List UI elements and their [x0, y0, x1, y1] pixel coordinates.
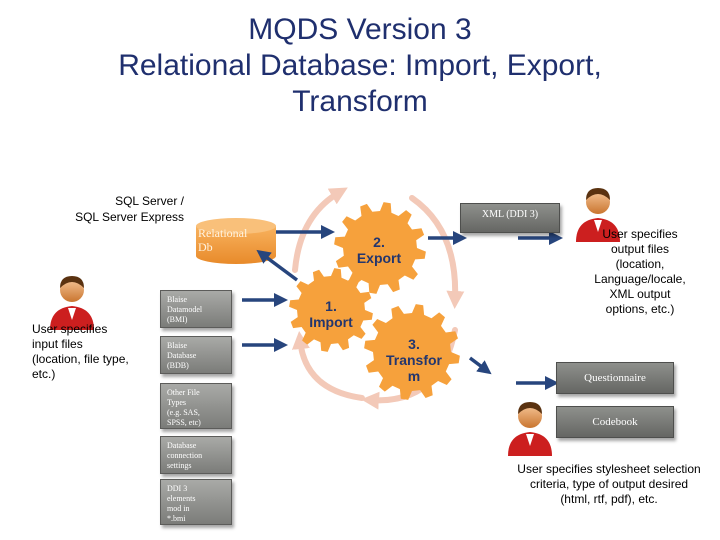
- doc-line: SPSS, etc): [167, 418, 201, 427]
- doc-line: Blaise: [167, 341, 187, 350]
- title-line-1: MQDS Version 3: [248, 13, 472, 46]
- title-line-3: Transform: [292, 85, 428, 118]
- output-xml-ddi3: XML (DDI 3): [460, 203, 560, 233]
- doc-line: (BDB): [167, 361, 189, 370]
- user-right-line-4: Language/locale,: [594, 272, 686, 286]
- gear-import: [289, 268, 373, 352]
- input-file-db-connection: Database connection settings: [160, 436, 232, 474]
- relational-db-cylinder: [196, 218, 276, 264]
- doc-line: DDI 3: [167, 484, 188, 493]
- gear3-shape: [364, 304, 460, 400]
- user-right-line-6: options, etc.): [605, 302, 675, 316]
- sql-server-line-1: SQL Server /: [115, 194, 184, 208]
- output-codebook-label: Codebook: [592, 416, 638, 428]
- doc-line: Database: [167, 441, 197, 450]
- user-bottom-line-1: User specifies stylesheet selection: [517, 462, 701, 476]
- title-line-2: Relational Database: Import, Export,: [118, 49, 602, 82]
- user-left-description: User specifies input files (location, fi…: [32, 322, 162, 382]
- blue-arrows: [242, 225, 563, 390]
- user-left-line-4: etc.): [32, 367, 56, 381]
- input-file-blaise-database: Blaise Database (BDB): [160, 336, 232, 374]
- doc-line: Database: [167, 351, 197, 360]
- user-left-line-3: (location, file type,: [32, 352, 129, 366]
- doc-line: settings: [167, 461, 192, 470]
- output-xml-label: XML (DDI 3): [481, 209, 539, 220]
- doc-line: Blaise: [167, 295, 187, 304]
- user-bottom-line-3: (html, rtf, pdf), etc.: [560, 492, 658, 506]
- user-icon-left: [50, 276, 94, 330]
- output-questionnaire-label: Questionnaire: [584, 372, 646, 384]
- gear-transform: [364, 304, 460, 400]
- user-bottom-description: User specifies stylesheet selection crit…: [504, 462, 714, 507]
- doc-line: elements: [167, 494, 196, 503]
- user-icon-right: [576, 188, 620, 242]
- gear-transform-text-2: m: [407, 368, 421, 384]
- gear-export: [334, 202, 426, 294]
- user-bottom-line-2: criteria, type of output desired: [529, 477, 689, 491]
- gear1-shape: [289, 268, 373, 352]
- user-left-line-2: input files: [32, 337, 83, 351]
- gear-transform-number: 3.: [408, 336, 420, 352]
- gear-import-number: 1.: [325, 298, 337, 314]
- input-file-blaise-datamodel: Blaise Datamodel (BMI): [160, 290, 232, 328]
- gear-import-text: Import: [309, 314, 353, 330]
- gear-transform-label: 3. Transfor m: [382, 336, 446, 384]
- output-codebook: Codebook: [556, 406, 674, 438]
- gear-export-label: 2. Export: [350, 234, 408, 266]
- gear-export-number: 2.: [373, 234, 385, 250]
- gear-transform-text-1: Transfor: [385, 352, 442, 368]
- user-right-line-1: User specifies: [602, 227, 678, 241]
- output-questionnaire: Questionnaire: [556, 362, 674, 394]
- gear2-shape: [334, 202, 426, 294]
- doc-line: connection: [167, 451, 203, 460]
- page-title: MQDS Version 3 Relational Database: Impo…: [0, 12, 720, 120]
- user-right-line-5: XML output: [609, 287, 671, 301]
- doc-line: Datamodel: [167, 305, 203, 314]
- user-icon-bottom: [508, 402, 552, 456]
- user-left-line-1: User specifies: [32, 322, 108, 336]
- gear-import-label: 1. Import: [299, 298, 363, 330]
- input-file-other-types: Other File Types (e.g. SAS, SPSS, etc): [160, 383, 232, 429]
- relational-db-label: Relational Db: [198, 226, 247, 254]
- user-right-description: User specifies output files (location, L…: [570, 227, 710, 317]
- user-right-line-2: output files: [610, 242, 670, 256]
- import-to-db-arrow: [256, 249, 299, 282]
- doc-line: Types: [167, 398, 186, 407]
- relational-db-line-1: Relational: [198, 226, 248, 240]
- doc-line: Other File: [167, 388, 200, 397]
- transform-to-outputs-arrow: [468, 356, 492, 375]
- gear-export-text: Export: [356, 250, 402, 266]
- doc-line: (e.g. SAS,: [167, 408, 200, 417]
- user-right-line-3: (location,: [615, 257, 665, 271]
- input-file-ddi3-elements: DDI 3 elements mod in *.bmi: [160, 479, 232, 525]
- sql-server-label: SQL Server / SQL Server Express: [50, 193, 184, 225]
- doc-line: (BMI): [167, 315, 188, 324]
- sql-server-line-2: SQL Server Express: [75, 210, 184, 224]
- doc-line: mod in: [167, 504, 190, 513]
- doc-line: *.bmi: [167, 514, 186, 523]
- relational-db-line-2: Db: [198, 240, 213, 254]
